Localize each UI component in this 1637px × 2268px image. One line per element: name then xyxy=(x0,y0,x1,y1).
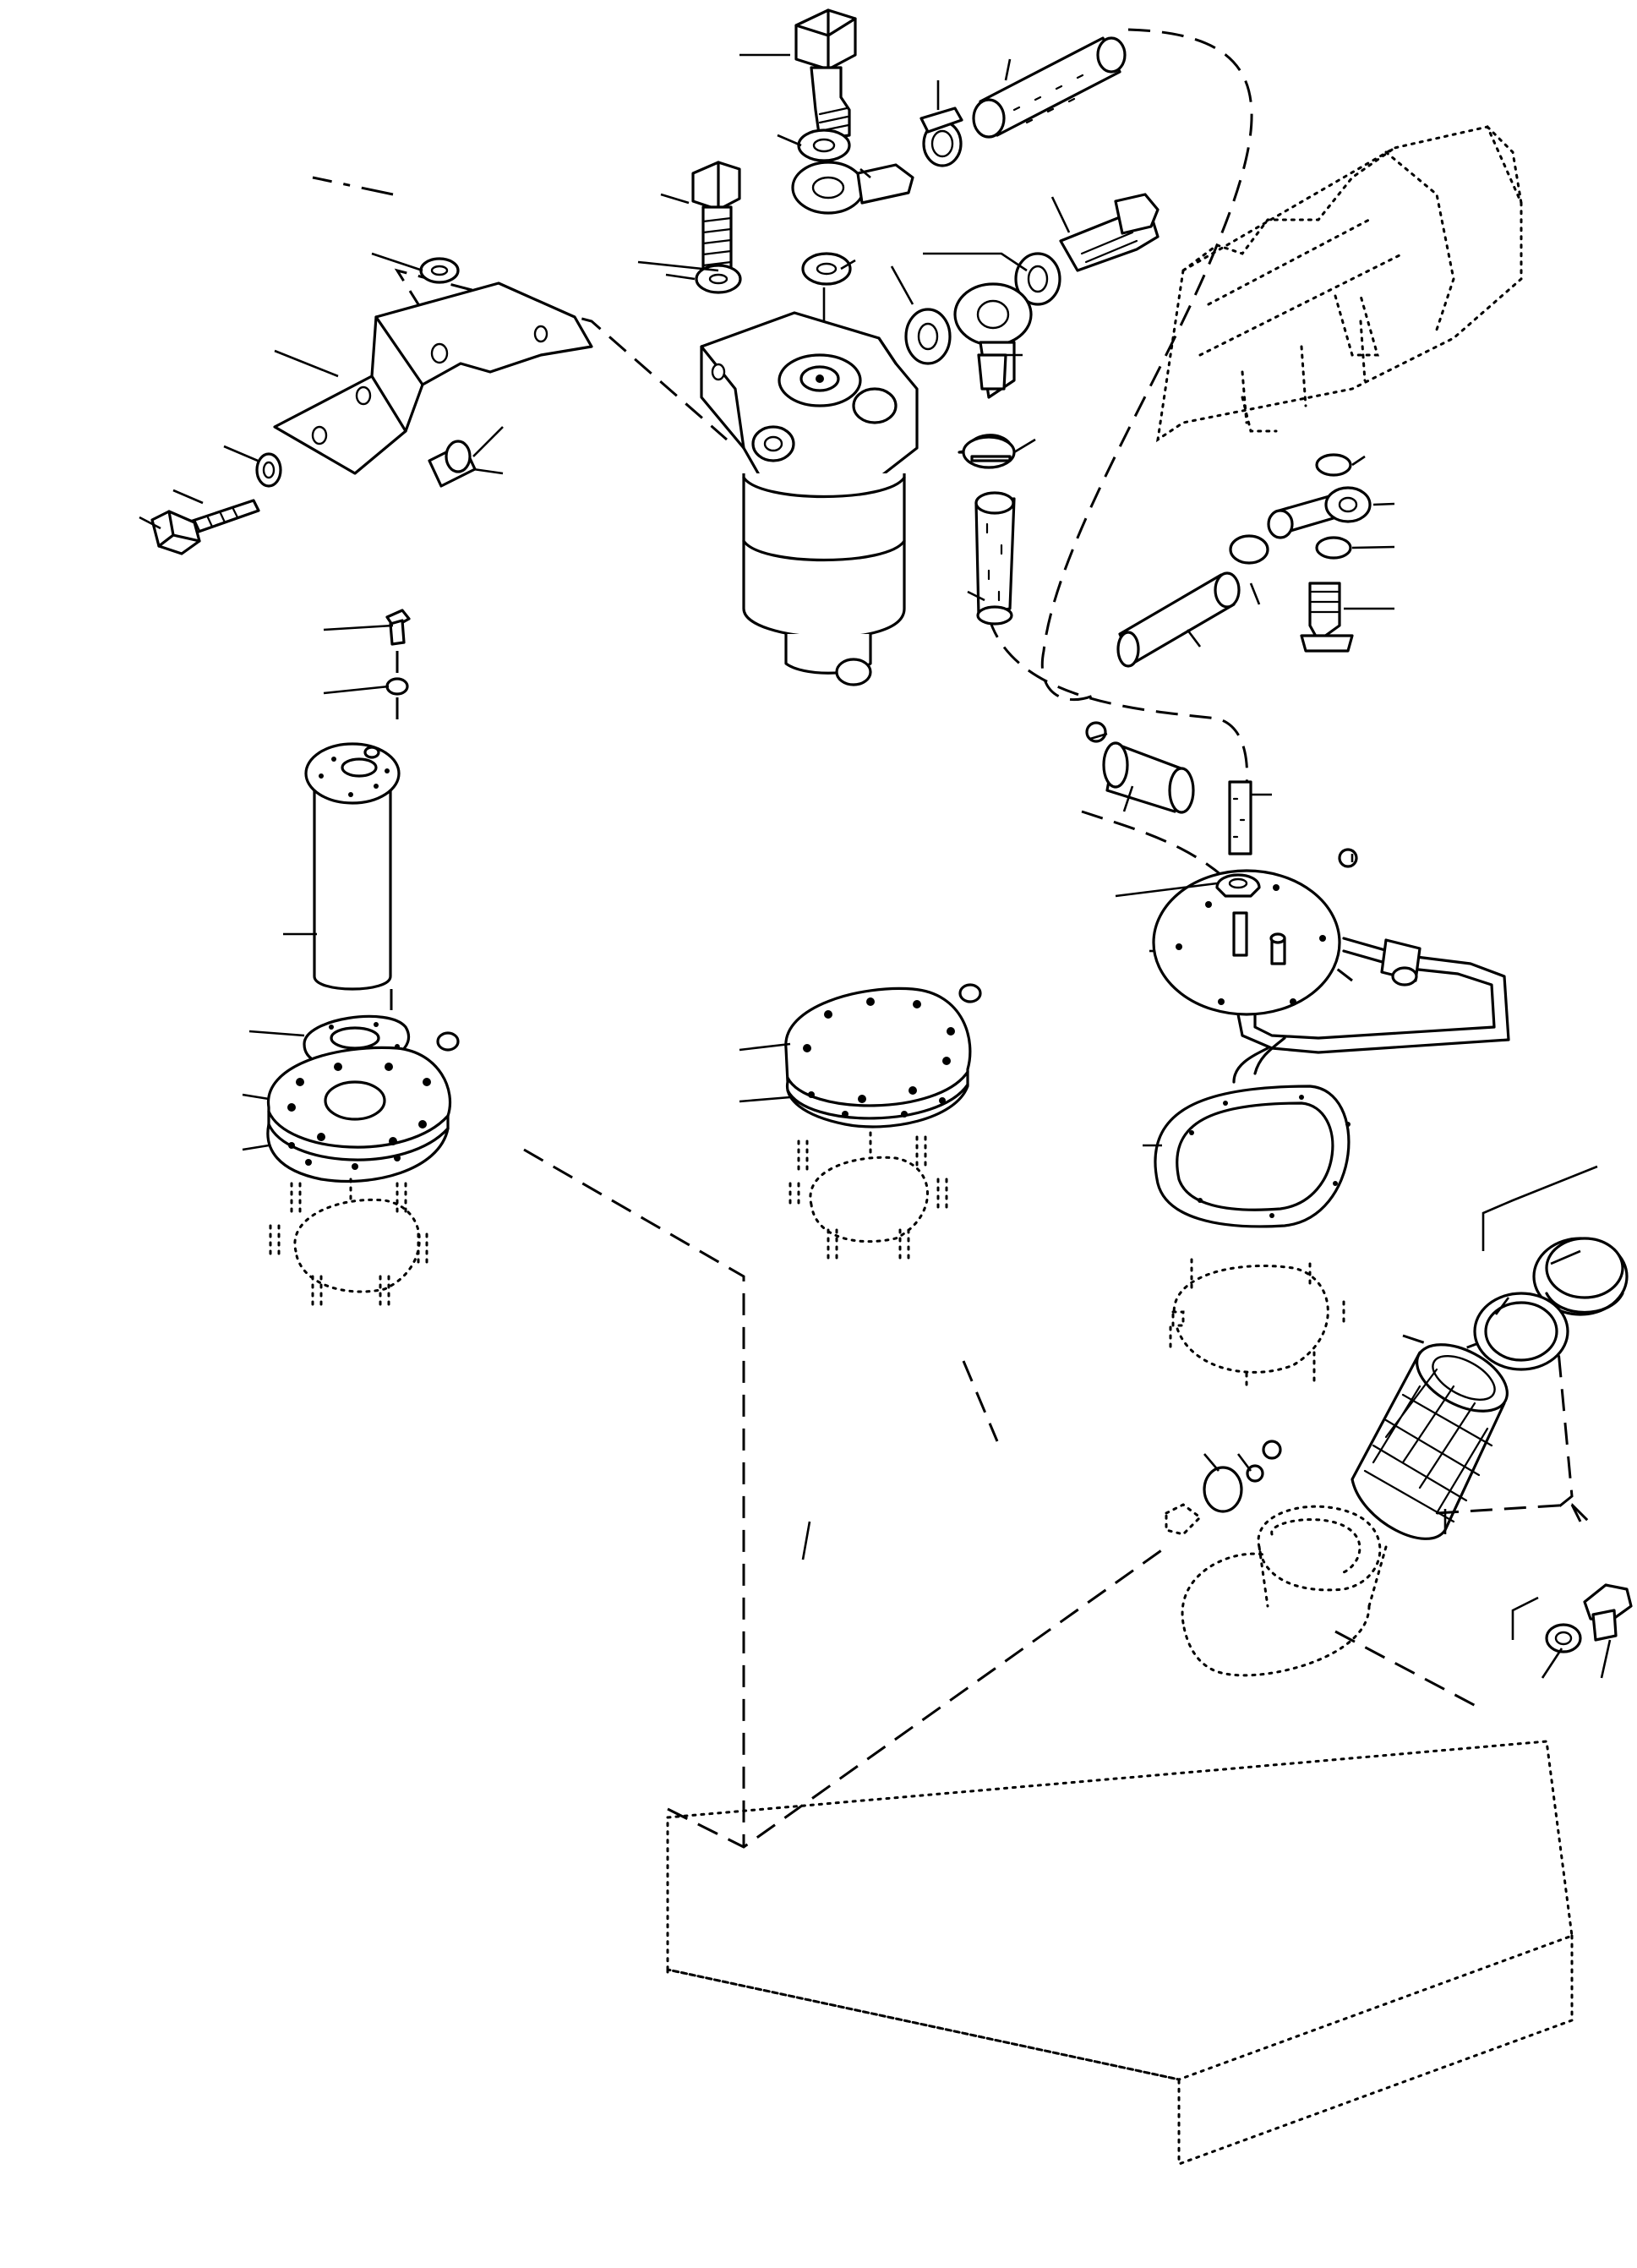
fuel-hose-mid xyxy=(958,434,1016,626)
banjo-fitting-right xyxy=(904,193,1160,399)
fuel-tank xyxy=(666,1740,1574,2166)
filler-cap xyxy=(1532,1237,1629,1316)
fuel-pickup-plate xyxy=(1152,848,1510,1084)
tank-cover-plate-left xyxy=(266,1031,460,1183)
tank-opening-left xyxy=(269,1178,428,1312)
leader-lines xyxy=(139,53,1612,1679)
filler-neck-guide xyxy=(1436,1165,1598,1523)
filter-mount-bolt xyxy=(691,161,742,294)
mounting-bracket xyxy=(273,257,593,488)
hose-clamp-top xyxy=(919,107,963,167)
tank-opening-center xyxy=(788,1131,948,1265)
fuel-hose-right xyxy=(1116,453,1372,668)
strainer-retainer xyxy=(1165,1440,1282,1536)
bracket-bolt xyxy=(150,452,282,555)
banjo-fitting xyxy=(791,161,914,286)
tank-cover-plate-center xyxy=(784,983,982,1129)
gasket-ring-right xyxy=(1154,1085,1351,1228)
fuel-filter-assembly xyxy=(700,311,919,686)
injection-pump xyxy=(1156,125,1523,443)
fuel-hose-top xyxy=(972,36,1127,139)
hollow-bolt xyxy=(794,8,857,162)
fuel-gauge-sender xyxy=(304,609,411,1010)
tank-filler-neck xyxy=(1181,1505,1388,1677)
drain-plug xyxy=(1511,1583,1633,1653)
tank-opening-right xyxy=(1169,1258,1345,1388)
filler-gasket xyxy=(1473,1292,1569,1371)
fuel-hose-lower xyxy=(1085,721,1252,855)
